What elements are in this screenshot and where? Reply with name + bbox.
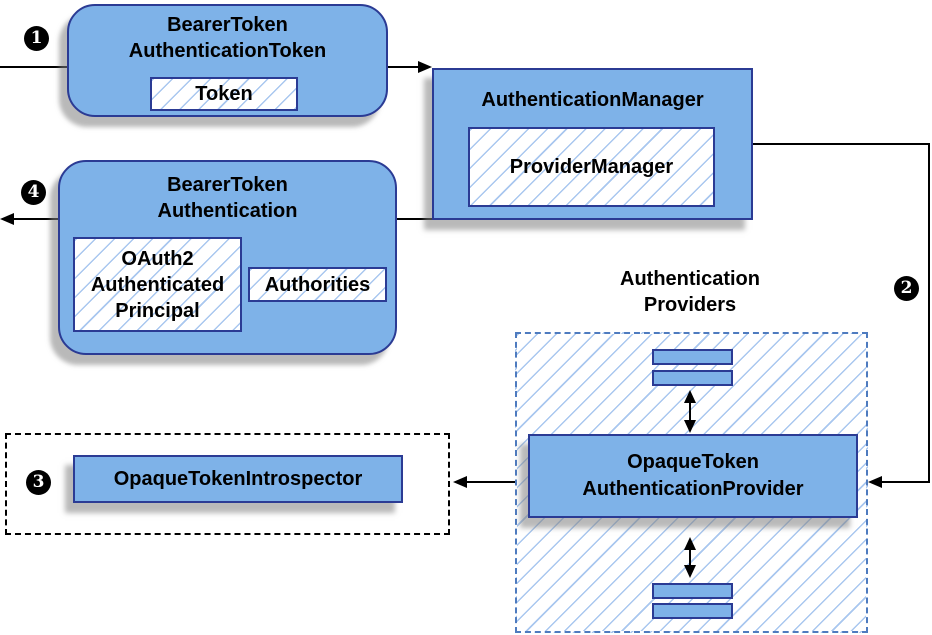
opaque-token-introspector-box: OpaqueTokenIntrospector [73, 455, 403, 503]
step2-top-line [753, 143, 930, 145]
top-double-arrow-line [689, 401, 691, 421]
heading-line-1: Authentication [620, 268, 760, 290]
authentication-providers-heading: Authentication Providers [590, 266, 790, 318]
token-to-manager-arrowhead [418, 61, 432, 73]
provider-stub-bar-bottom-2 [652, 603, 733, 619]
token-to-manager-line [388, 66, 420, 68]
top-double-arrow-down-head [684, 420, 696, 433]
heading-line-2: Providers [643, 294, 737, 316]
bottom-double-arrow-down-head [684, 565, 696, 578]
provider-manager-label: ProviderManager [509, 156, 674, 178]
authorities-label: Authorities [264, 273, 371, 296]
provider-stub-bar-top-2 [652, 370, 733, 386]
incoming-request-line [0, 66, 67, 68]
token-inner-box: Token [150, 77, 298, 111]
bearer-token-authentication-title: BearerToken Authentication [60, 172, 395, 224]
top-double-arrow-up-head [684, 390, 696, 403]
introspector-dotted-container [5, 433, 450, 535]
provider-to-introspector-arrowhead [453, 476, 467, 488]
title-line-2: Authentication [157, 200, 298, 222]
opaque-token-introspector-label: OpaqueTokenIntrospector [113, 467, 363, 490]
authentication-manager-box: AuthenticationManager ProviderManager [432, 68, 753, 220]
principal-line-1: OAuth2 [121, 247, 194, 270]
principal-line-2: Authenticated [90, 273, 225, 296]
opaque-token-authentication-provider-box: OpaqueToken AuthenticationProvider [528, 434, 858, 518]
principal-line-3: Principal [115, 299, 200, 322]
authorities-box: Authorities [248, 267, 387, 302]
title-line-1: BearerToken [167, 174, 288, 196]
oauth2-authenticated-principal-box: OAuth2 Authenticated Principal [73, 237, 242, 332]
step2-bottom-line [882, 481, 930, 483]
provider-line-1: OpaqueToken [627, 451, 759, 473]
token-label: Token [195, 83, 253, 105]
title-line-2: AuthenticationToken [128, 40, 327, 62]
provider-stub-bar-top-1 [652, 349, 733, 365]
step-3-badge: 3 [26, 470, 51, 495]
step-1-badge: 1 [24, 26, 49, 51]
result-outgoing-arrowhead [0, 213, 14, 225]
provider-manager-inner-box: ProviderManager [468, 127, 715, 207]
step2-right-line [928, 143, 930, 483]
bottom-double-arrow-line [689, 548, 691, 566]
bearer-token-authentication-token-title: BearerToken AuthenticationToken [69, 12, 386, 64]
bottom-double-arrow-up-head [684, 537, 696, 550]
title-line-1: BearerToken [167, 14, 288, 36]
step2-arrowhead [868, 476, 882, 488]
provider-to-introspector-line [467, 481, 528, 483]
manager-to-result-line [397, 218, 432, 220]
bearer-token-authentication-box: BearerToken Authentication OAuth2 Authen… [58, 160, 397, 355]
step-4-badge: 4 [21, 180, 46, 205]
provider-line-2: AuthenticationProvider [582, 478, 804, 500]
result-outgoing-line [14, 218, 58, 220]
title-line: AuthenticationManager [481, 89, 704, 111]
step-2-badge: 2 [894, 276, 919, 301]
bearer-token-authentication-token-box: BearerToken AuthenticationToken Token [67, 4, 388, 117]
authentication-manager-title: AuthenticationManager [434, 87, 751, 113]
authentication-providers-container: OpaqueToken AuthenticationProvider [515, 332, 868, 633]
provider-stub-bar-bottom-1 [652, 583, 733, 599]
